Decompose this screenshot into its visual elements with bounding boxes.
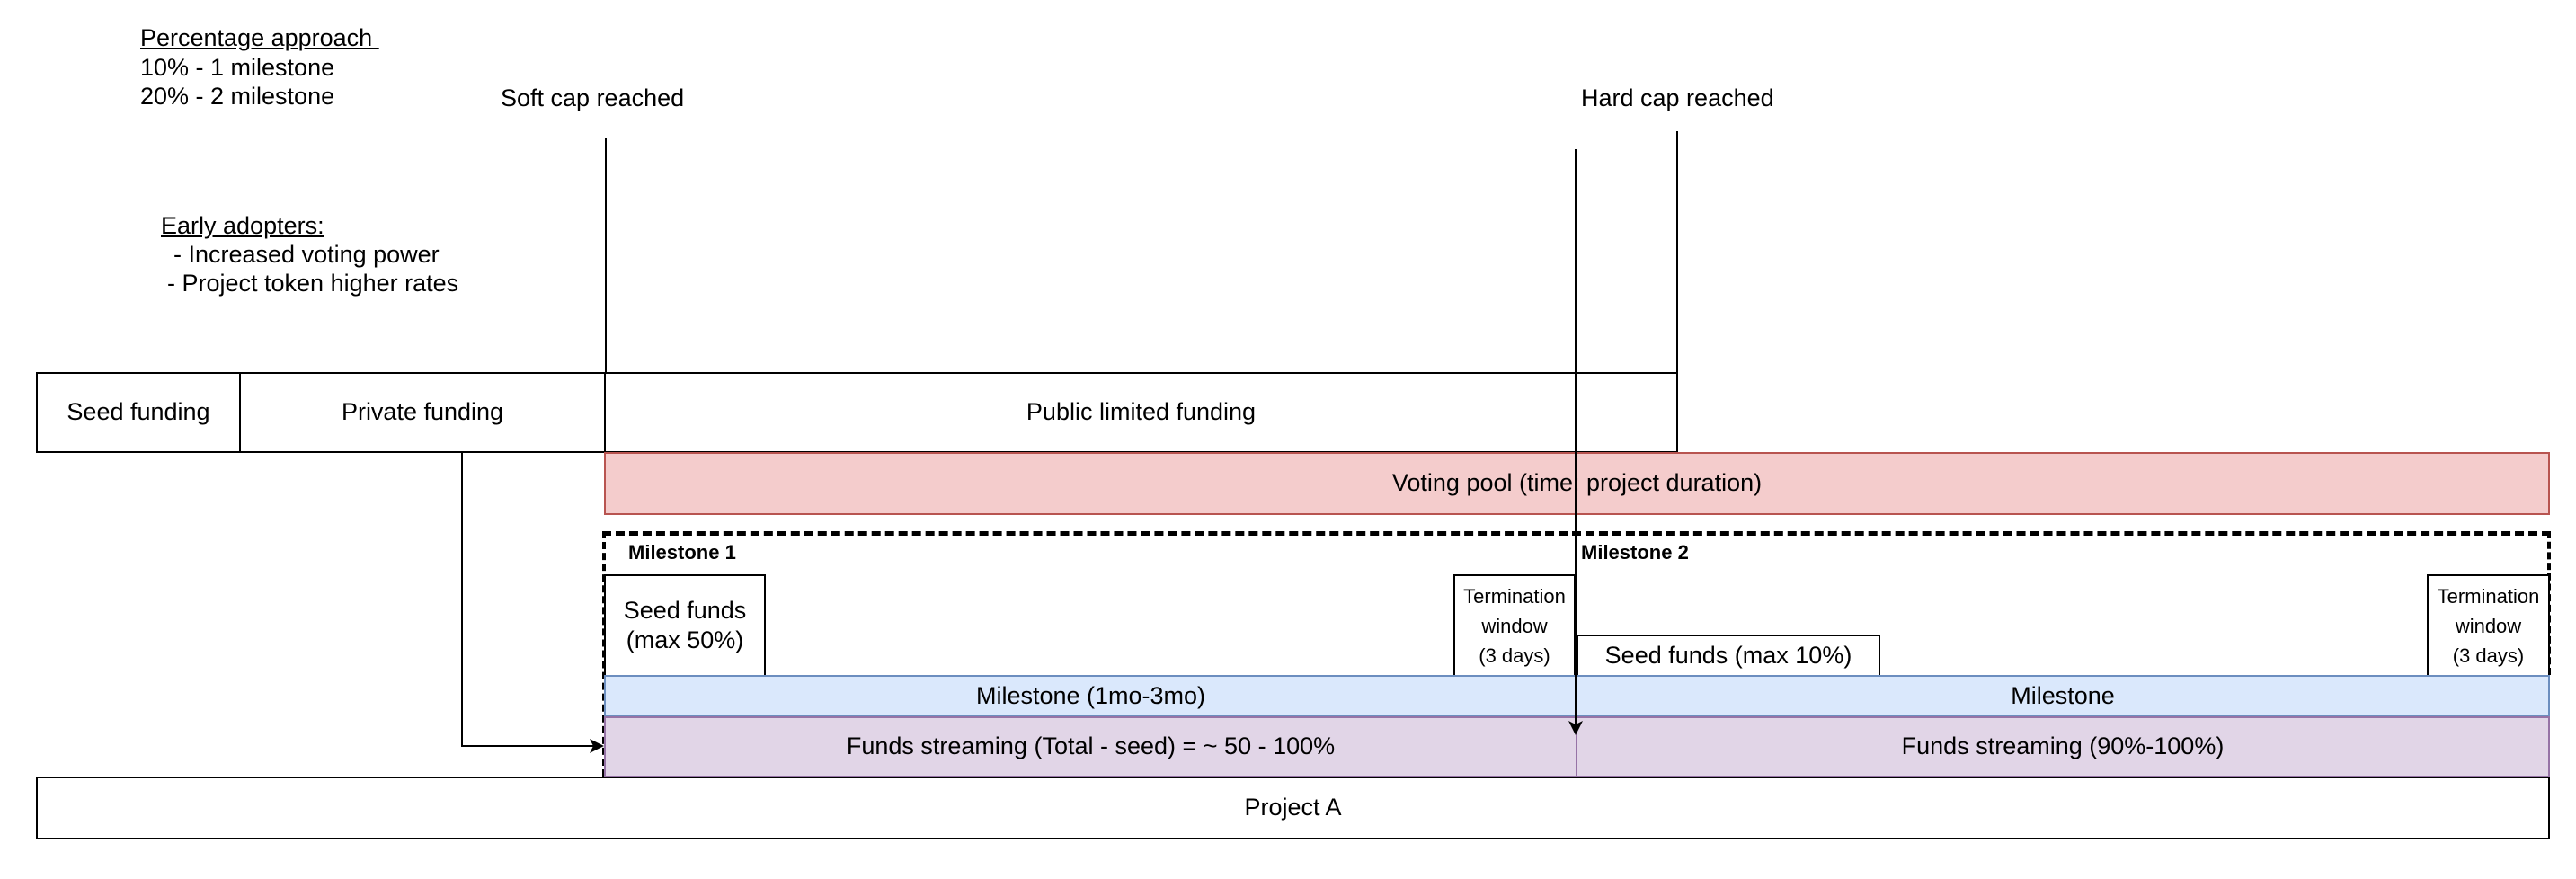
soft-cap-label: Soft cap reached: [501, 84, 685, 111]
milestone-1-seed-funds-box: Seed funds (max 50%): [604, 574, 766, 677]
percentage-approach-title: Percentage approach: [140, 24, 379, 51]
project-a-label: Project A: [1244, 794, 1342, 821]
hard-cap-label: Hard cap reached: [1581, 84, 1774, 111]
percentage-line-2: 20% - 2 milestone: [140, 83, 335, 110]
milestone-2-seed-funds-box: Seed funds (max 10%): [1577, 635, 1880, 677]
milestone-2-bar: Milestone: [1576, 675, 2550, 717]
private-funding-label: Private funding: [341, 398, 504, 426]
soft-cap-line: [605, 138, 607, 374]
early-adopters-title: Early adopters:: [161, 212, 324, 239]
termination-window-1-line-2: window: [1481, 614, 1548, 637]
milestone-1-bar: Milestone (1mo-3mo): [604, 675, 1577, 717]
milestone-1-title: Milestone 1: [628, 541, 736, 564]
funds-streaming-1-label: Funds streaming (Total - seed) = ~ 50 - …: [846, 732, 1336, 760]
termination-window-1-box: Termination window (3 days): [1453, 574, 1576, 677]
hard-cap-line: [1676, 131, 1678, 374]
milestone-1-seed-funds-line-2: (max 50%): [626, 626, 744, 653]
termination-window-2-box: Termination window (3 days): [2427, 574, 2550, 677]
project-a-box: Project A: [36, 777, 2550, 839]
seed-funding-box: Seed funding: [36, 372, 241, 453]
funds-streaming-2-label: Funds streaming (90%-100%): [1901, 732, 2225, 760]
seed-funding-label: Seed funding: [67, 398, 210, 426]
public-funding-label: Public limited funding: [1026, 398, 1257, 426]
early-adopters-line-1: - Increased voting power: [173, 241, 440, 268]
milestone-2-seed-funds-label: Seed funds (max 10%): [1604, 641, 1852, 669]
funds-streaming-1-bar: Funds streaming (Total - seed) = ~ 50 - …: [604, 716, 1577, 777]
voting-pool-bar: Voting pool (time: project duration): [604, 452, 2550, 515]
percentage-line-1: 10% - 1 milestone: [140, 54, 335, 81]
public-funding-box: Public limited funding: [604, 372, 1678, 453]
termination-window-2-line-2: window: [2455, 614, 2522, 637]
milestone-dashed-border-top: [602, 531, 2551, 536]
termination-window-2-line-1: Termination: [2437, 584, 2540, 608]
milestone-1-bar-label: Milestone (1mo-3mo): [975, 681, 1206, 709]
private-to-streaming-connector: [461, 453, 593, 747]
milestone-2-title: Milestone 2: [1581, 541, 1689, 564]
milestone-2-bar-label: Milestone: [2011, 681, 2115, 709]
termination-window-1-line-3: (3 days): [1479, 644, 1550, 667]
termination-window-2-line-3: (3 days): [2452, 644, 2525, 667]
funds-streaming-2-bar: Funds streaming (90%-100%): [1576, 716, 2550, 777]
termination-window-1-line-1: Termination: [1463, 584, 1566, 608]
milestone-1-seed-funds-line-1: Seed funds: [623, 597, 747, 624]
voting-pool-label: Voting pool (time: project duration): [1391, 469, 1763, 497]
private-funding-box: Private funding: [239, 372, 606, 453]
early-adopters-line-2: - Project token higher rates: [167, 270, 459, 297]
